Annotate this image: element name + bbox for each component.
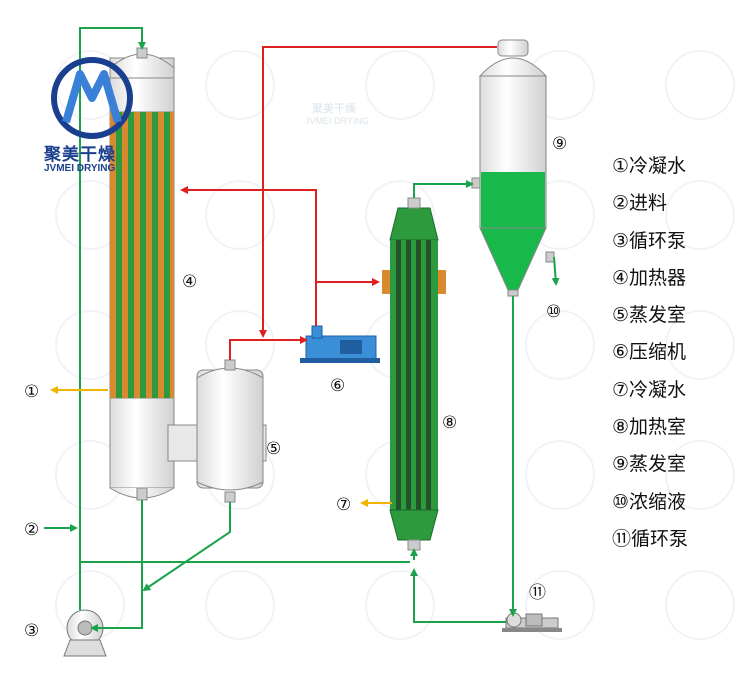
legend-item-pump-2: ⑪循环泵 (612, 527, 689, 550)
legend-item-heating-chamber: ⑧加热室 (612, 416, 687, 439)
vapor-pipes-red (180, 46, 497, 360)
legend-item-compressor: ⑥压缩机 (612, 341, 687, 364)
circulation-pump-left (63, 609, 107, 657)
evaporation-chamber (471, 39, 555, 297)
legend: ①冷凝水 ②进料 ③循环泵 ④加热器 ⑤蒸发室 ⑥压缩机 ⑦冷凝水 ⑧加热室 ⑨… (612, 148, 742, 558)
process-pipes-green (44, 27, 560, 632)
legend-item-condensate-2: ⑦冷凝水 (612, 378, 687, 401)
legend-item-evaporator-1: ⑤蒸发室 (612, 304, 687, 327)
evaporator-separator (167, 359, 267, 503)
compressor (300, 325, 380, 363)
marker-4: ④ (182, 272, 197, 292)
watermark-en: JVMEI DRYING (305, 116, 369, 126)
diagram-markers: ① ② ③ ④ ⑤ ⑥ ⑦ ⑧ ⑨ ⑩ ⑪ (24, 134, 567, 641)
marker-8: ⑧ (442, 413, 457, 433)
marker-11: ⑪ (529, 583, 546, 603)
heater-column (109, 47, 175, 501)
marker-6: ⑥ (330, 376, 345, 396)
brand-name-cn: 聚美干燥 (44, 145, 116, 165)
marker-2: ② (24, 520, 39, 540)
marker-9: ⑨ (552, 134, 567, 154)
condensate-pipes-yellow (50, 386, 392, 507)
heating-chamber (382, 197, 446, 551)
legend-item-concentrate: ⑩浓缩液 (612, 490, 687, 513)
circulation-pump-right (502, 612, 562, 632)
watermark-cn: 聚美干燥 (312, 103, 356, 115)
legend-item-pump-1: ③循环泵 (612, 229, 687, 252)
brand-name-en: JVMEI DRYING (44, 163, 116, 174)
legend-item-condensate-1: ①冷凝水 (612, 155, 687, 177)
marker-7: ⑦ (336, 495, 351, 515)
marker-5: ⑤ (266, 439, 281, 459)
legend-item-evaporator-2: ⑨蒸发室 (612, 453, 687, 476)
marker-10: ⑩ (546, 302, 561, 322)
legend-item-heater: ④加热器 (612, 266, 687, 289)
brand-logo (51, 57, 133, 139)
legend-item-feed: ②进料 (612, 192, 668, 215)
marker-3: ③ (24, 621, 39, 641)
marker-1: ① (24, 382, 39, 402)
